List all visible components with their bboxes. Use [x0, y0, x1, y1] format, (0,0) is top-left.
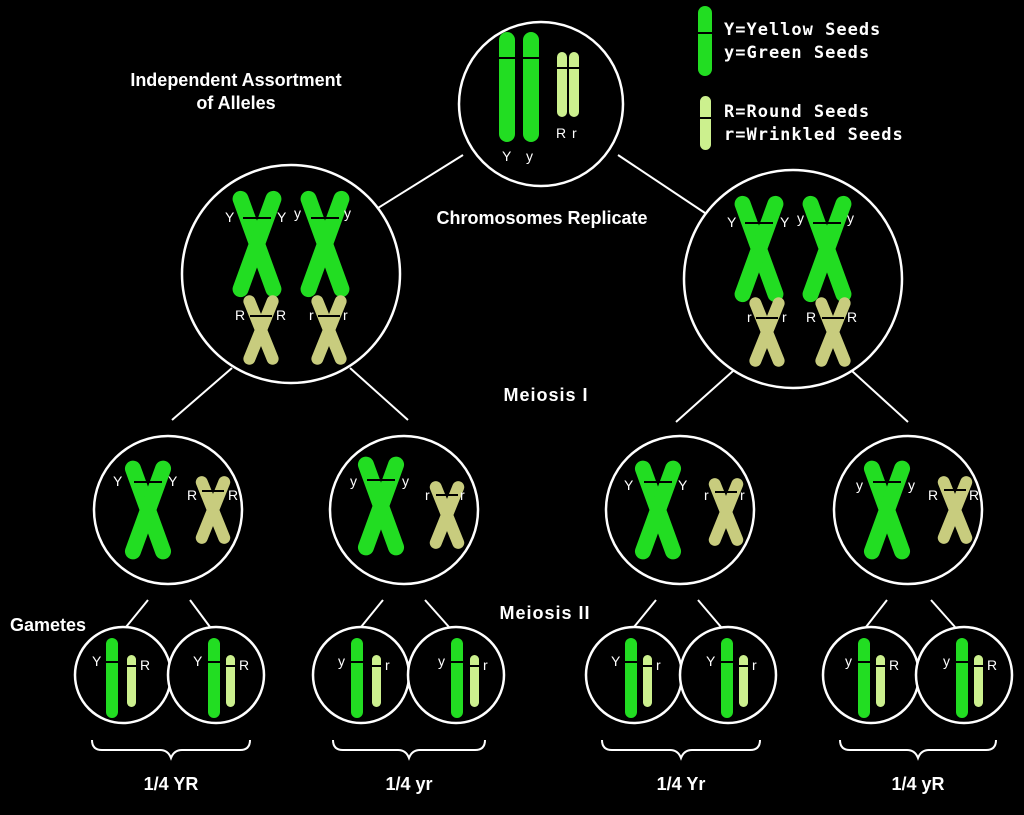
- allele-label: R: [847, 309, 857, 325]
- allele-label: R: [239, 657, 249, 673]
- allele-label: r: [740, 487, 745, 503]
- allele-label: R: [140, 657, 150, 673]
- ratio-label: 1/4 Yr: [657, 774, 706, 794]
- allele-label: R: [969, 487, 979, 503]
- allele-label: Y: [727, 214, 737, 230]
- allele-label: r: [460, 487, 465, 503]
- allele-label: r: [483, 657, 488, 673]
- allele-label: r: [704, 487, 709, 503]
- allele-label: r: [656, 657, 661, 673]
- gamete-cell: [73, 625, 173, 725]
- allele-label: r: [572, 125, 577, 141]
- allele-label: r: [425, 487, 430, 503]
- allele-label: Y: [706, 653, 716, 669]
- legend-color-chip: [700, 96, 711, 150]
- connector-lines: [125, 154, 956, 628]
- replicated-left-chromosomes: Y Y y y R R r r: [225, 190, 351, 365]
- allele-label: r: [343, 307, 348, 323]
- bracket: [601, 739, 761, 761]
- allele-label: R: [276, 307, 286, 323]
- allele-label: y: [526, 148, 533, 164]
- allele-label: R: [556, 125, 566, 141]
- allele-label: y: [294, 205, 301, 221]
- allele-label: y: [845, 653, 852, 669]
- bracket: [332, 739, 486, 761]
- gamete-brackets: [91, 739, 997, 761]
- allele-label: r: [747, 309, 752, 325]
- allele-label: Y: [624, 477, 634, 493]
- allele-label: y: [943, 653, 950, 669]
- replicated-right-chromosomes: Y Y y y r r R R: [727, 195, 857, 367]
- legend-color-chip: [698, 6, 712, 76]
- ratio-label: 1/4 yR: [891, 774, 944, 794]
- allele-label: y: [856, 477, 863, 493]
- diagram-title-line-1: Independent Assortment: [130, 70, 341, 90]
- replicated-cell-left: [180, 163, 402, 385]
- allele-label: y: [908, 477, 915, 493]
- ratio-label: 1/4 yr: [385, 774, 432, 794]
- gamete-cell: [821, 625, 921, 725]
- allele-label: y: [847, 210, 854, 226]
- legend-label: r=Wrinkled Seeds: [724, 125, 904, 145]
- stage-label-replicate: Chromosomes Replicate: [436, 208, 647, 228]
- meiosis1-cell-yr: [328, 434, 480, 586]
- allele-label: Y: [168, 473, 178, 489]
- allele-label: R: [806, 309, 816, 325]
- allele-label: y: [350, 473, 357, 489]
- stage-label-meiosis-2: Meiosis II: [499, 603, 590, 623]
- legend: Y=Yellow Seeds y=Green Seeds R=Round See…: [698, 6, 904, 150]
- allele-label: y: [402, 473, 409, 489]
- stage-label-gametes: Gametes: [10, 615, 86, 635]
- gamete-chromosomes: Y R Y R y r y r Y r Y r y R y R: [92, 638, 997, 718]
- diagram-title-line-2: of Alleles: [196, 93, 275, 113]
- allele-label: r: [752, 657, 757, 673]
- meiosis1-chromosomes: Y Y R R y y r r Y Y r r y y R R: [113, 456, 979, 560]
- bracket: [91, 739, 251, 761]
- bracket: [839, 739, 997, 761]
- allele-label: R: [187, 487, 197, 503]
- legend-label: R=Round Seeds: [724, 102, 870, 122]
- allele-label: R: [235, 307, 245, 323]
- allele-label: R: [987, 657, 997, 673]
- allele-label: Y: [113, 473, 123, 489]
- allele-label: r: [309, 307, 314, 323]
- allele-label: r: [385, 657, 390, 673]
- allele-label: y: [797, 210, 804, 226]
- replicated-cell-right: [682, 168, 904, 390]
- allele-label: Y: [780, 214, 790, 230]
- allele-label: R: [889, 657, 899, 673]
- parent-cell: [457, 20, 625, 188]
- allele-label: Y: [277, 209, 287, 225]
- allele-label: y: [338, 653, 345, 669]
- meiosis1-cell-YR: [92, 434, 244, 586]
- ratio-label: 1/4 YR: [144, 774, 199, 794]
- allele-label: Y: [225, 209, 235, 225]
- allele-label: R: [228, 487, 238, 503]
- legend-label: Y=Yellow Seeds: [724, 20, 881, 40]
- allele-label: Y: [611, 653, 621, 669]
- legend-label: y=Green Seeds: [724, 43, 870, 63]
- allele-label: y: [438, 653, 445, 669]
- allele-label: R: [928, 487, 938, 503]
- parent-chromosomes: Y y R r: [499, 32, 579, 164]
- allele-label: y: [344, 205, 351, 221]
- allele-label: Y: [92, 653, 102, 669]
- allele-label: Y: [193, 653, 203, 669]
- allele-label: Y: [678, 477, 688, 493]
- stage-label-meiosis-1: Meiosis I: [503, 385, 588, 405]
- allele-label: r: [782, 309, 787, 325]
- allele-label: Y: [502, 148, 512, 164]
